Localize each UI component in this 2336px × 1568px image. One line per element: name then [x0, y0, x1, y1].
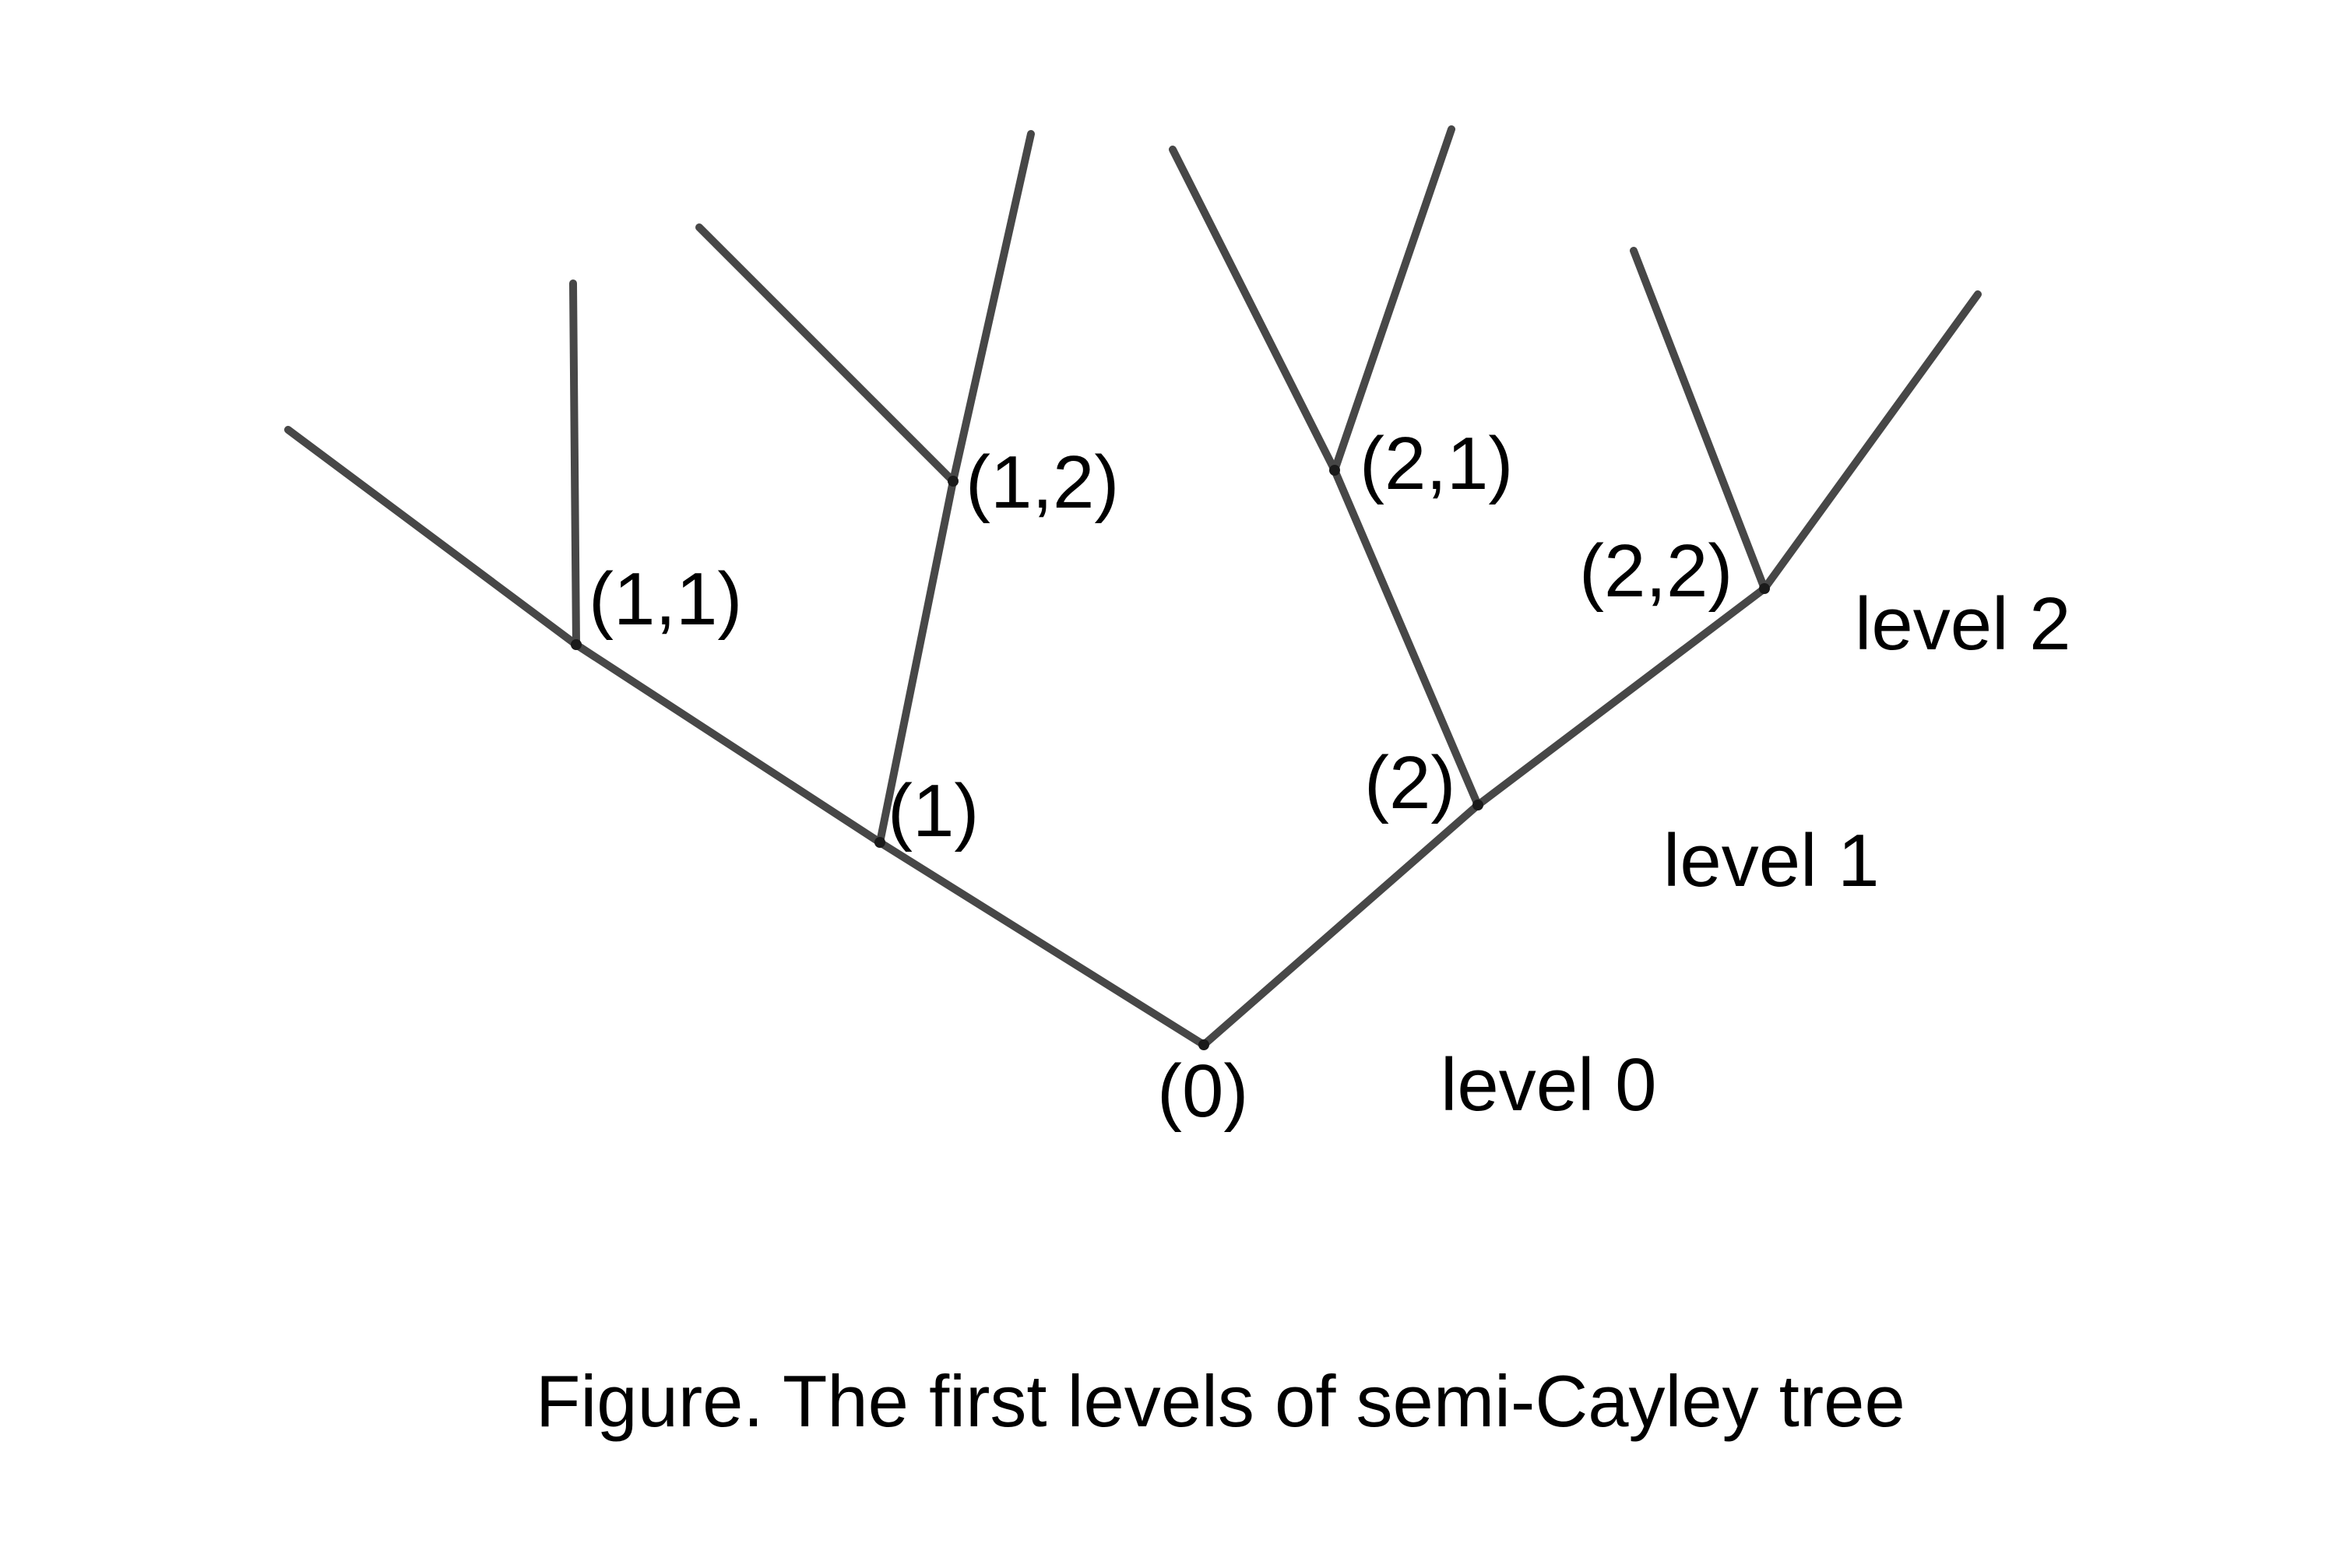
node-12-dot: [948, 476, 959, 487]
edge-21-leaf-b: [1331, 125, 1455, 474]
node-2-dot: [1472, 800, 1483, 810]
edge-12-leaf-b: [949, 130, 1035, 485]
edge-0-to-2: [1200, 801, 1482, 1049]
edge-2-to-22: [1474, 585, 1768, 809]
node-label-2-2: (2,2): [1579, 529, 1733, 613]
edge-22-leaf-a: [1630, 247, 1768, 592]
edge-1-to-11: [572, 641, 884, 846]
level-label-1: level 1: [1663, 819, 1880, 902]
edge-12-leaf-a: [695, 223, 957, 485]
edge-22-leaf-b: [1761, 290, 1982, 592]
node-1-dot: [874, 837, 885, 848]
node-22-dot: [1759, 583, 1770, 594]
level-label-2: level 2: [1855, 582, 2071, 666]
node-label-2-1: (2,1): [1360, 422, 1513, 505]
edge-21-leaf-a: [1169, 146, 1339, 474]
node-label-1-2: (1,2): [966, 441, 1119, 524]
level-label-0: level 0: [1441, 1043, 1657, 1127]
edge-11-leaf-a: [284, 426, 580, 649]
edge-1-to-12: [876, 477, 957, 846]
node-label-1-1: (1,1): [589, 557, 742, 641]
node-0-dot: [1198, 1039, 1209, 1050]
node-21-dot: [1329, 465, 1340, 476]
figure-caption: Figure. The first levels of semi-Cayley …: [536, 1360, 1905, 1442]
edge-0-to-1: [876, 838, 1208, 1049]
node-label-2: (2): [1364, 741, 1455, 824]
node-11-dot: [571, 639, 582, 650]
edge-2-to-21: [1331, 466, 1482, 809]
node-label-1: (1): [888, 769, 979, 853]
node-label-0: (0): [1157, 1049, 1248, 1133]
edge-11-leaf-b: [569, 279, 580, 649]
